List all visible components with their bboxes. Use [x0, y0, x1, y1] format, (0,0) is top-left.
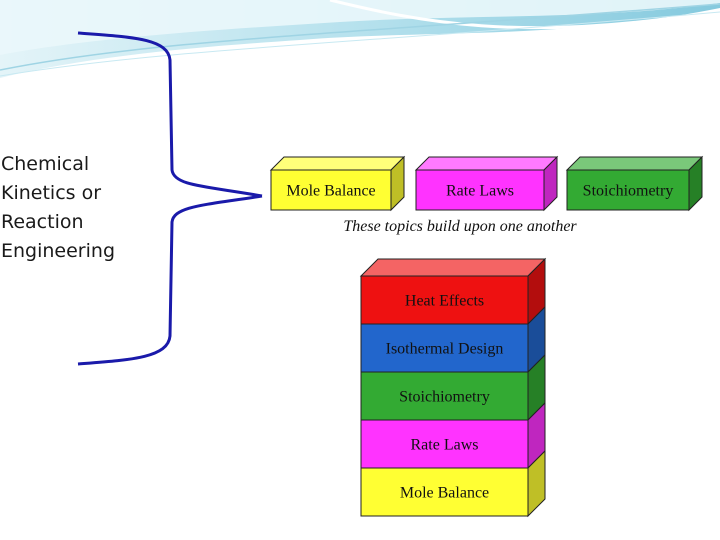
stack-layer-2-label: Isothermal Design [386, 341, 504, 358]
top-box-2-front-face [415, 169, 545, 211]
top-box-3: Stoichiometry [565, 155, 704, 212]
stack-layer-1-top-face [359, 258, 547, 277]
stack-layer-5-front-face [360, 467, 529, 517]
top-box-2: Rate Laws [414, 155, 559, 212]
top-box-3-top-face [565, 156, 704, 171]
stack-layer-4: Rate Laws [360, 401, 546, 470]
stack-layer-2-front-face [360, 323, 529, 373]
stack-layer-4-front-face [360, 419, 529, 469]
stack-layer-2: Isothermal Design [360, 305, 546, 374]
top-box-1-front-face [270, 169, 392, 211]
decorative-banner [0, 0, 720, 78]
top-box-2-label: Rate Laws [446, 183, 514, 200]
top-box-2-top-face [414, 156, 559, 171]
top-topic-row: Mole Balance Rate Laws Stoichiometry [269, 155, 704, 212]
stack-layer-3-label: Stoichiometry [399, 389, 490, 406]
stack-layer-5-label: Mole Balance [400, 485, 489, 502]
diagram-title: Chemical Kinetics or Reaction Engineerin… [1, 153, 115, 262]
stack-layer-1: Heat Effects [359, 257, 547, 326]
curly-bracket [77, 31, 263, 366]
top-box-3-label: Stoichiometry [583, 183, 674, 200]
top-box-3-front-face [566, 169, 690, 211]
stack-layer-1-front-face [360, 275, 529, 325]
top-box-1: Mole Balance [269, 155, 406, 212]
top-box-1-top-face [269, 156, 406, 171]
top-box-1-label: Mole Balance [286, 183, 375, 200]
stack-layer-3: Stoichiometry [360, 353, 546, 422]
stack-layer-4-label: Rate Laws [411, 437, 479, 454]
stack-layer-3-front-face [360, 371, 529, 421]
stack-layer-1-label: Heat Effects [405, 293, 484, 310]
stack-layer-5: Mole Balance [360, 449, 546, 518]
stack-caption: These topics build upon one another [343, 218, 577, 235]
